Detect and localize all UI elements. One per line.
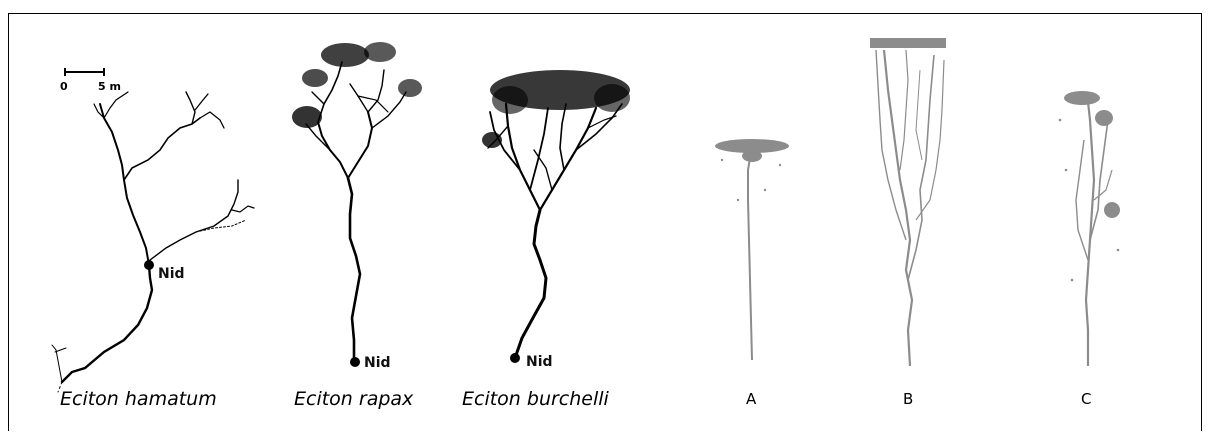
- scale-zero: 0: [60, 80, 68, 93]
- simulation-a: [715, 139, 789, 360]
- scale-five: 5 m: [98, 80, 121, 93]
- caption-a: A: [746, 390, 757, 408]
- swarm-front-burchelli: [482, 70, 630, 148]
- caption-b: B: [903, 390, 913, 408]
- nest-marker-rapax: [350, 357, 360, 367]
- caption-eciton-rapax: Eciton rapax: [294, 388, 414, 410]
- nest-label-burchelli: Nid: [526, 354, 553, 370]
- caption-eciton-burchelli: Eciton burchelli: [462, 388, 610, 410]
- caption-c: C: [1081, 390, 1091, 408]
- raid-rapax: [306, 62, 406, 360]
- nest-label-hamatum: Nid: [158, 266, 185, 282]
- simulation-c: [1059, 91, 1120, 366]
- raid-burchelli: [488, 104, 622, 358]
- nest-marker-hamatum: [144, 260, 154, 270]
- simulation-b: [870, 38, 946, 366]
- nest-label-rapax: Nid: [364, 355, 391, 371]
- nest-marker-burchelli: [510, 353, 520, 363]
- swarm-front-rapax: [292, 42, 422, 128]
- scale-bar: 0 5 m: [60, 68, 121, 93]
- raid-hamatum: [52, 92, 254, 392]
- caption-eciton-hamatum: Eciton hamatum: [60, 388, 217, 410]
